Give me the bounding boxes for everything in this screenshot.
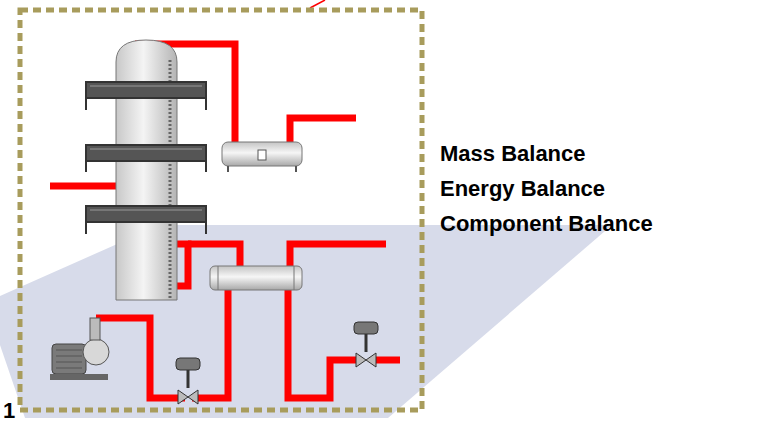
control-valve xyxy=(354,322,378,367)
distillation-column xyxy=(86,40,206,300)
leader-line xyxy=(310,0,325,8)
pipes xyxy=(50,44,400,398)
control-valve xyxy=(176,358,200,404)
page-number: 1 xyxy=(3,398,15,424)
system-boundary xyxy=(20,10,422,410)
reflux-drum xyxy=(222,142,302,172)
balance-label: Component Balance xyxy=(440,211,653,237)
pump xyxy=(50,318,109,380)
balance-label: Energy Balance xyxy=(440,176,605,202)
shaded-band xyxy=(0,225,612,418)
heat-exchanger xyxy=(210,266,302,290)
balance-label: Mass Balance xyxy=(440,141,586,167)
